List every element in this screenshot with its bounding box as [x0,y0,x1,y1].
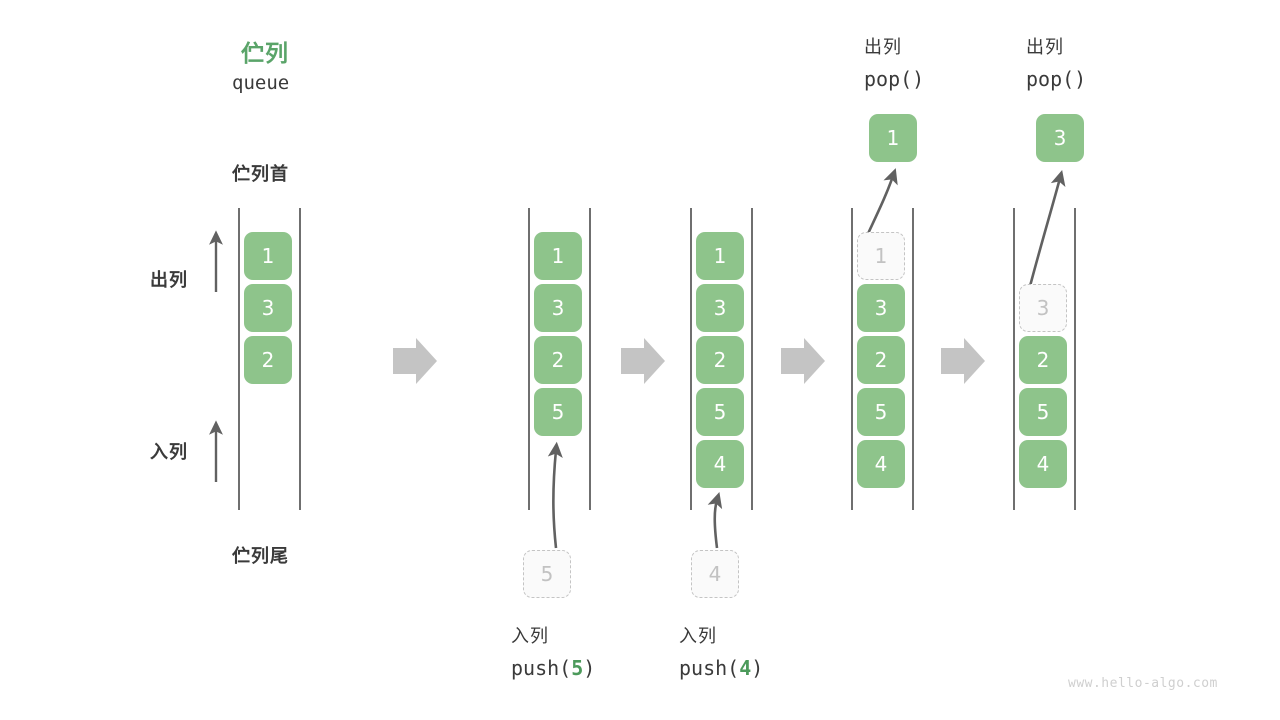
queue-tail-label: 伫列尾 [232,546,289,566]
pop-1-arrow [864,168,898,239]
queue-element: 5 [1019,388,1067,436]
queue-rail-right [1074,208,1076,510]
enqueue-direction-label: 入列 [150,442,188,462]
push-5-argument: 5 [571,656,584,680]
diagram-title-en: queue [232,72,290,94]
popped-element: 1 [869,114,917,162]
push-5-arrow [547,441,563,549]
queue-element: 3 [857,284,905,332]
incoming-element-ghost: 5 [523,550,571,598]
queue-element: 4 [857,440,905,488]
queue-element: 2 [534,336,582,384]
popped-element-ghost: 1 [857,232,905,280]
push-5-caption-code: push(5) [511,656,596,680]
queue-element: 5 [534,388,582,436]
queue-rail-right [751,208,753,510]
queue-rail-left [238,208,240,510]
queue-rail-left [528,208,530,510]
queue-element: 2 [244,336,292,384]
popped-element-ghost: 3 [1019,284,1067,332]
pop-3-caption-code: pop() [1026,67,1087,91]
push-4-caption-cn: 入列 [679,626,717,646]
queue-element: 2 [696,336,744,384]
diagram-title-cn: 伫列 [241,40,289,66]
queue-element: 3 [244,284,292,332]
push-4-arrow [707,492,723,549]
queue-element: 2 [857,336,905,384]
queue-element: 3 [534,284,582,332]
push-5-caption-cn: 入列 [511,626,549,646]
pop-1-caption-cn: 出列 [864,37,902,57]
queue-element: 5 [696,388,744,436]
pop-3-caption-cn: 出列 [1026,37,1064,57]
dequeue-direction-label: 出列 [150,270,188,290]
queue-rail-left [1013,208,1015,510]
queue-element: 5 [857,388,905,436]
queue-element: 1 [244,232,292,280]
queue-rail-left [851,208,853,510]
incoming-element-ghost: 4 [691,550,739,598]
pop-1-caption-code: pop() [864,67,925,91]
queue-element: 4 [696,440,744,488]
queue-rail-right [299,208,301,510]
step-arrow-3 [781,338,825,384]
watermark: www.hello-algo.com [1068,676,1218,691]
queue-rail-left [690,208,692,510]
queue-element: 3 [696,284,744,332]
queue-element: 1 [534,232,582,280]
queue-element: 1 [696,232,744,280]
push-4-argument: 4 [739,656,752,680]
queue-element: 4 [1019,440,1067,488]
queue-head-label: 伫列首 [232,164,289,184]
push-4-caption-code: push(4) [679,656,764,680]
step-arrow-2 [621,338,665,384]
step-arrow-4 [941,338,985,384]
step-arrow-1 [393,338,437,384]
queue-element: 2 [1019,336,1067,384]
pop-3-arrow [1027,169,1066,291]
queue-rail-right [589,208,591,510]
queue-rail-right [912,208,914,510]
popped-element: 3 [1036,114,1084,162]
